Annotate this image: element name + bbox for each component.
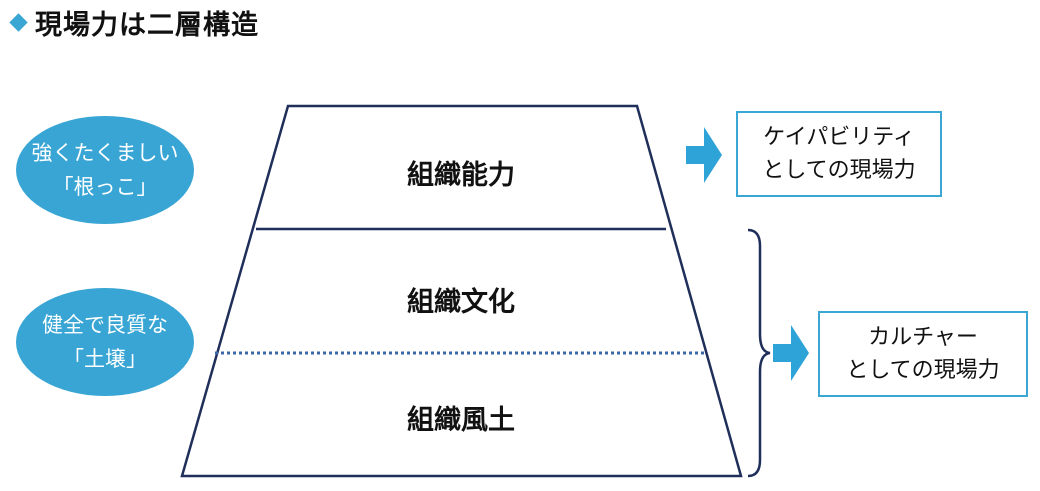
oval-roots-line2: 「根っこ」 (52, 175, 158, 199)
layer-climate: 組織風土 (407, 405, 515, 436)
arrow-right-icon (773, 325, 809, 381)
page-title: 現場力は二層構造 (6, 4, 259, 41)
curly-brace-icon (747, 228, 771, 478)
box-capability-line1: ケイパビリティ (763, 125, 915, 150)
title-text: 現場力は二層構造 (35, 9, 259, 41)
box-culture-line1: カルチャー (868, 325, 978, 350)
oval-soil-line1: 健全で良質な (42, 313, 168, 337)
oval-roots: 強くたくましい 「根っこ」 (16, 116, 194, 224)
box-culture: カルチャー としての現場力 (818, 311, 1028, 397)
box-capability: ケイパビリティ としての現場力 (736, 111, 942, 197)
layer-culture: 組織文化 (407, 287, 515, 318)
oval-roots-line1: 強くたくましい (31, 141, 179, 165)
oval-soil: 健全で良質な 「土壌」 (16, 288, 194, 396)
layer-capability: 組織能力 (407, 160, 515, 191)
arrow-right-icon (686, 127, 722, 183)
box-culture-line2: としての現場力 (846, 358, 1000, 383)
oval-soil-line2: 「土壌」 (63, 347, 147, 371)
box-capability-line2: としての現場力 (762, 158, 916, 183)
